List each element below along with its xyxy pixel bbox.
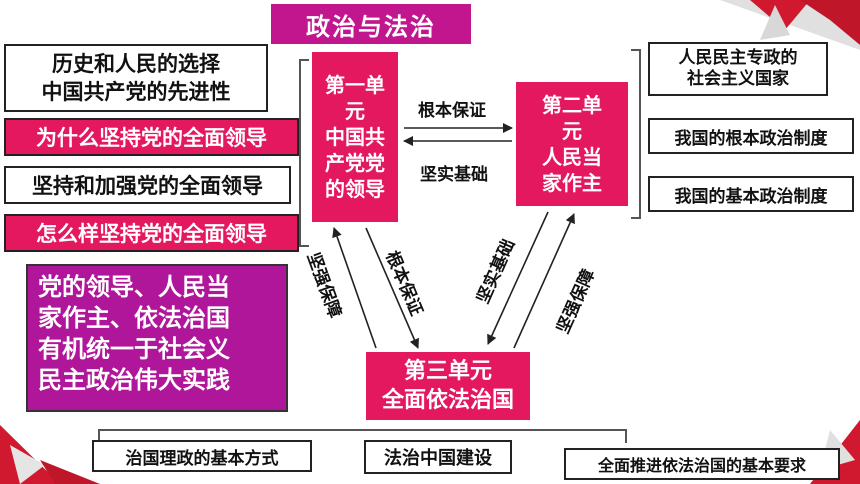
bottom-bracket	[98, 429, 627, 443]
bottom-item-governance-method: 治国理政的基本方式	[92, 440, 312, 472]
arrow-u3-to-u2	[513, 213, 575, 349]
unit2-people-masters: 第二单 元 人民当 家作主	[516, 82, 628, 206]
bottom-left-decoration	[0, 425, 100, 484]
right-item-fundamental-system: 我国的根本政治制度	[648, 118, 854, 154]
arrow-u2-to-u3	[487, 211, 549, 345]
arrow-u3-to-u1	[332, 227, 377, 349]
arrow-u1-to-u3	[365, 227, 420, 349]
bottom-item-basic-requirements: 全面推进依法治国的基本要求	[564, 448, 840, 480]
bottom-item-rule-of-law-china: 法治中国建设	[364, 440, 512, 474]
page-title: 政治与法治	[271, 4, 471, 44]
right-item-basic-system: 我国的基本政治制度	[648, 176, 854, 212]
right-bracket	[631, 49, 641, 219]
label-u1-to-u2: 根本保证	[418, 101, 486, 121]
summary-box: 党的领导、人民当 家作主、依法治国 有机统一于社会义 民主政治伟大实践	[26, 264, 288, 412]
unit1-party-leadership: 第一单 元 中国共 产党党 的领导	[312, 52, 398, 222]
label-u2-to-u1: 坚实基础	[420, 165, 488, 185]
left-item-why-lead: 为什么坚持党的全面领导	[4, 118, 299, 156]
left-item-history-choice: 历史和人民的选择 中国共产党的先进性	[4, 44, 268, 112]
left-item-uphold-lead: 坚持和加强党的全面领导	[4, 166, 291, 204]
top-right-decoration	[720, 0, 860, 50]
unit3-rule-of-law: 第三单元 全面依法治国	[366, 352, 530, 420]
right-item-socialist-state: 人民民主专政的 社会主义国家	[648, 42, 828, 96]
left-item-how-lead: 怎么样坚持党的全面领导	[4, 214, 299, 252]
left-bracket	[299, 59, 309, 247]
